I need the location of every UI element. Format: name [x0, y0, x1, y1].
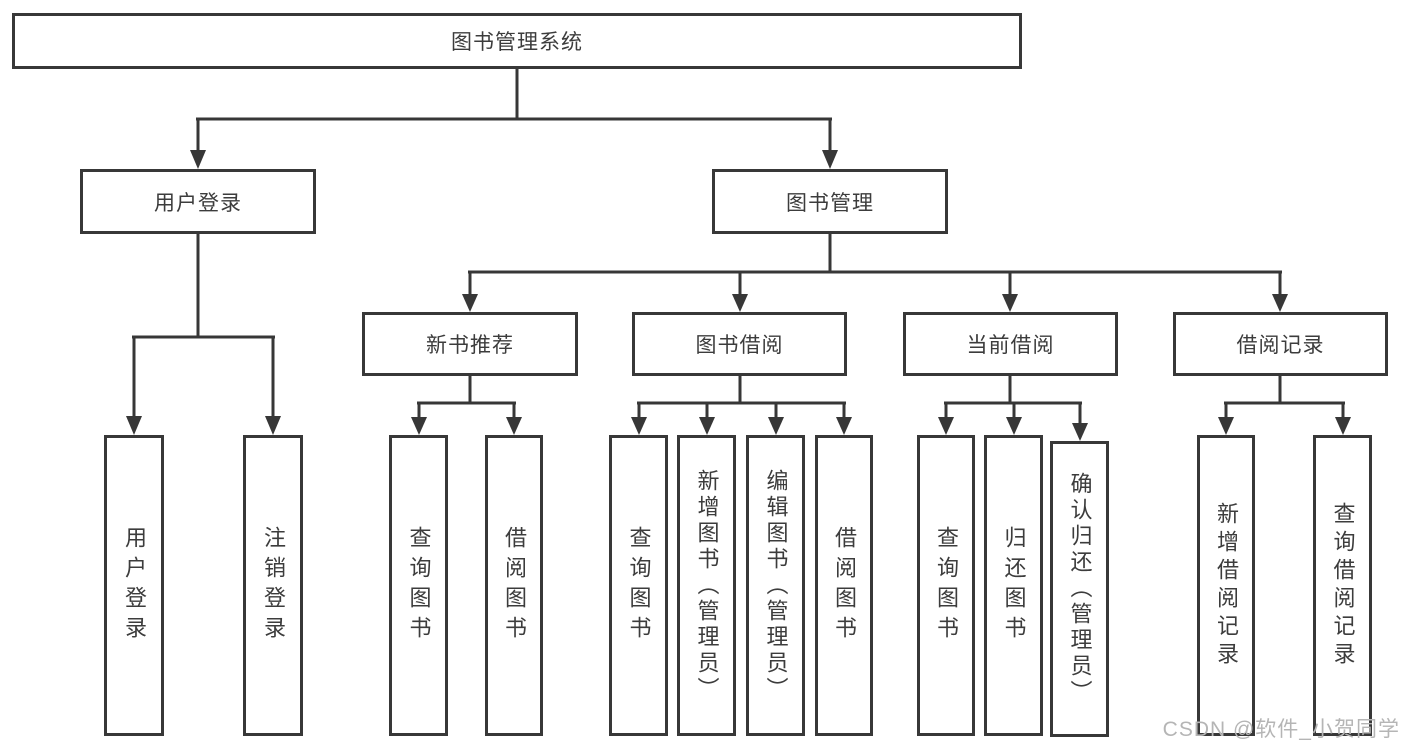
leaf-add-borrow-record: 新增借阅记录	[1197, 435, 1255, 736]
leaf-query-books-recommend: 查询图书	[389, 435, 448, 736]
leaf-add-books-admin: 新增图书（管理员）	[677, 435, 736, 736]
leaf-query-books-current: 查询图书	[917, 435, 975, 736]
leaf-borrow-books-recommend: 借阅图书	[485, 435, 543, 736]
node-library-management-system: 图书管理系统	[12, 13, 1022, 69]
node-book-borrowing: 图书借阅	[632, 312, 847, 376]
node-book-management: 图书管理	[712, 169, 948, 234]
node-borrowing-records: 借阅记录	[1173, 312, 1388, 376]
leaf-query-books-borrow: 查询图书	[609, 435, 668, 736]
node-new-book-recommendation: 新书推荐	[362, 312, 578, 376]
leaf-return-books: 归还图书	[984, 435, 1043, 736]
leaf-logout-login: 注销登录	[243, 435, 303, 736]
leaf-edit-books-admin: 编辑图书（管理员）	[746, 435, 805, 736]
node-current-borrowing: 当前借阅	[903, 312, 1118, 376]
leaf-borrow-books-borrow: 借阅图书	[815, 435, 873, 736]
leaf-user-login: 用户登录	[104, 435, 164, 736]
leaf-confirm-return-admin: 确认归还（管理员）	[1050, 441, 1109, 737]
leaf-query-borrow-record: 查询借阅记录	[1313, 435, 1372, 736]
watermark: CSDN @软件_小贺同学	[1162, 718, 1400, 741]
node-user-login: 用户登录	[80, 169, 316, 234]
